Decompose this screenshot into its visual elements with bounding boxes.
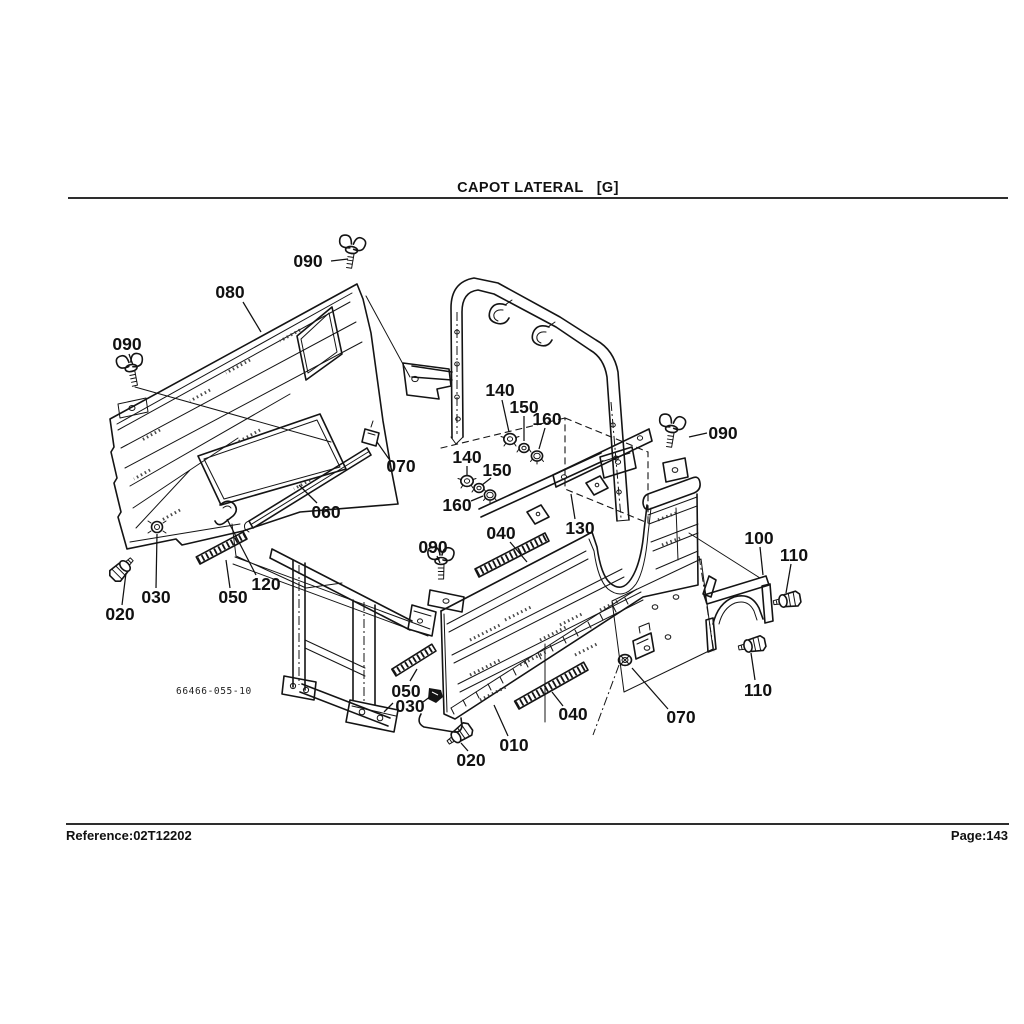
callout-label-030: 030: [141, 587, 170, 607]
callout-label-070: 070: [386, 456, 415, 476]
leader-line: [481, 477, 492, 486]
nut-150-b: [471, 482, 487, 494]
callout-label-110: 110: [780, 545, 808, 565]
bolt-020-left: [106, 553, 138, 585]
nut-070: [617, 653, 633, 667]
part-strip-040-top: [474, 532, 550, 578]
leader-line: [409, 668, 418, 682]
leader-line: [242, 301, 262, 333]
wing-bolt-090-top: [335, 233, 368, 271]
callout-label-160: 160: [442, 495, 471, 515]
drawing-number: 66466-055-10: [176, 686, 252, 697]
part-front-frame: [269, 548, 465, 733]
leader-line: [631, 667, 669, 710]
part-side-panel-080: [109, 283, 431, 637]
nut-150-a: [516, 442, 532, 454]
callout-label-160: 160: [532, 409, 561, 429]
part-rail-060: [244, 447, 372, 533]
leader-line: [759, 546, 764, 576]
callout-label-060: 060: [311, 502, 340, 522]
leader-line: [470, 495, 484, 502]
callout-label-130: 130: [565, 518, 594, 538]
leader-line: [509, 541, 528, 563]
leader-line: [551, 691, 564, 707]
washer-140-b: [457, 474, 477, 489]
callout-label-110: 110: [744, 680, 772, 700]
leader-line: [422, 695, 432, 703]
callout-label-090: 090: [418, 537, 447, 557]
footer-page-number: Page:143: [950, 828, 1008, 843]
callout-label-100: 100: [744, 528, 773, 548]
callout-label-150: 150: [482, 460, 511, 480]
leader-line: [121, 572, 127, 606]
callout-layer: 0900800900700601401501601401501601300901…: [105, 251, 808, 770]
callout-label-120: 120: [251, 574, 280, 594]
wing-bolt-090-left: [114, 350, 149, 390]
leader-line: [330, 258, 349, 262]
part-stay-130: [436, 417, 653, 525]
callout-label-050: 050: [391, 681, 420, 701]
callout-label-010: 010: [499, 735, 528, 755]
wing-bolt-090-right: [655, 412, 688, 450]
part-center-panel-010: [418, 476, 701, 733]
leader-line: [128, 353, 134, 366]
leader-line: [155, 533, 158, 589]
clamp-090-right: [662, 457, 689, 483]
clip-120: [214, 500, 238, 526]
callout-label-040: 040: [486, 523, 515, 543]
callout-label-090: 090: [112, 334, 141, 354]
header-rule: [68, 197, 1008, 199]
callout-label-150: 150: [509, 397, 538, 417]
washer-160-a: [529, 450, 545, 465]
bolt-110-lower: [736, 634, 768, 657]
callout-label-030: 030: [395, 696, 424, 716]
part-strip-050-bottom: [391, 643, 437, 677]
leader-line: [493, 704, 509, 737]
leader-line: [376, 441, 390, 460]
callout-label-020: 020: [105, 604, 134, 624]
bolt-110-upper: [771, 589, 803, 611]
callout-label-090: 090: [708, 423, 737, 443]
leader-line: [436, 555, 441, 564]
leader-line: [226, 518, 257, 576]
page-title: CAPOT LATERAL [G]: [457, 180, 619, 196]
callout-label-050: 050: [218, 587, 247, 607]
leader-line: [298, 484, 318, 504]
part-fender-bracket-100: [688, 532, 774, 653]
leader-line: [225, 559, 231, 589]
leader-line: [570, 493, 576, 520]
grommet-030-left: [147, 520, 167, 534]
callout-label-140: 140: [485, 380, 514, 400]
clip-070-left: [361, 420, 380, 447]
callout-label-020: 020: [456, 750, 485, 770]
callout-label-080: 080: [215, 282, 244, 302]
washer-140-a: [500, 432, 520, 447]
callout-label-070: 070: [666, 707, 695, 727]
footer-rule: [66, 823, 1009, 825]
leader-line: [688, 432, 708, 438]
callout-label-040: 040: [558, 704, 587, 724]
clip-030-bottom: [428, 688, 443, 703]
leader-line: [750, 652, 756, 681]
leader-line: [501, 399, 510, 433]
part-bolt-plate: [592, 555, 715, 736]
callout-label-140: 140: [452, 447, 481, 467]
leader-line: [383, 702, 394, 713]
leader-line: [538, 427, 546, 450]
leader-line: [785, 563, 792, 594]
footer-reference: Reference:02T12202: [66, 828, 192, 843]
part-strip-040-bottom: [513, 661, 589, 710]
callout-label-090: 090: [293, 251, 322, 271]
leader-line: [460, 742, 469, 752]
part-strip-050-left: [195, 531, 248, 565]
bolt-020-bottom: [443, 720, 476, 750]
